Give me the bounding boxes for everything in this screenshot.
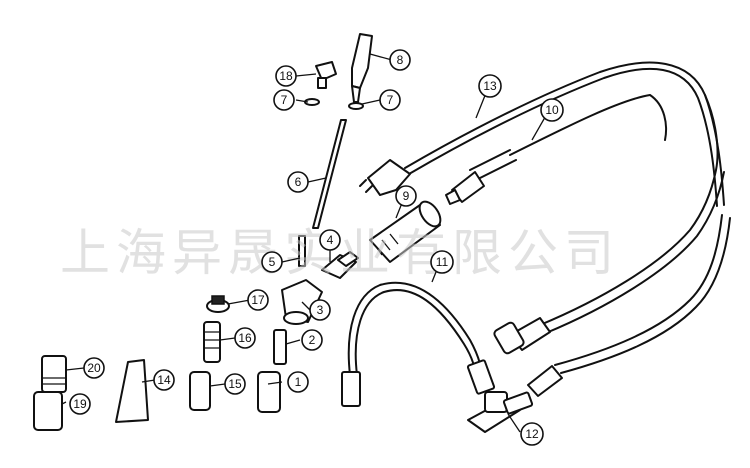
svg-text:3: 3	[317, 303, 324, 317]
callout-15: 15	[224, 373, 246, 395]
callout-5: 5	[261, 251, 283, 273]
part-14-long-nozzle	[115, 359, 149, 423]
svg-text:4: 4	[327, 233, 334, 247]
part-7-o-rings	[304, 98, 364, 110]
callout-1: 1	[287, 371, 309, 393]
callout-2: 2	[301, 329, 323, 351]
part-16-collet-body	[203, 321, 221, 363]
callout-18: 18	[275, 65, 297, 87]
part-10-torch-hose	[445, 93, 731, 397]
part-2-collet	[273, 329, 287, 365]
svg-text:6: 6	[295, 175, 302, 189]
svg-text:7: 7	[281, 93, 288, 107]
callout-4: 4	[319, 229, 341, 251]
callout-20: 20	[83, 357, 105, 379]
svg-text:1: 1	[295, 375, 302, 389]
part-12-adapter	[467, 391, 534, 433]
callout-10: 10	[540, 98, 564, 122]
part-19-cup	[33, 391, 63, 431]
svg-text:7: 7	[387, 93, 394, 107]
callout-12: 12	[520, 422, 544, 446]
part-17-gas-lens-cap	[206, 295, 230, 313]
svg-text:2: 2	[309, 333, 316, 347]
svg-text:13: 13	[483, 79, 497, 93]
part-20-gas-lens	[41, 355, 67, 393]
svg-text:17: 17	[251, 293, 265, 307]
part-4-connector	[321, 251, 359, 279]
svg-text:5: 5	[269, 255, 276, 269]
callout-9: 9	[395, 185, 417, 207]
svg-text:8: 8	[397, 53, 404, 67]
part-9-collet-body	[369, 200, 442, 263]
svg-text:14: 14	[157, 373, 171, 387]
callout-8: 8	[389, 49, 411, 71]
svg-text:18: 18	[279, 69, 293, 83]
callout-17: 17	[247, 289, 269, 311]
callout-13: 13	[478, 74, 502, 98]
callout-7-right: 7	[379, 89, 401, 111]
part-5-tungsten	[298, 235, 306, 267]
callout-leaders	[61, 53, 549, 433]
callout-3: 3	[309, 299, 331, 321]
callout-11: 11	[430, 250, 454, 274]
callout-14: 14	[153, 369, 175, 391]
svg-text:10: 10	[545, 103, 559, 117]
part-18-cap-short	[315, 61, 337, 89]
part-15-nozzle	[189, 371, 211, 411]
callout-19: 19	[69, 393, 91, 415]
part-6-electrode	[312, 119, 347, 229]
svg-text:15: 15	[228, 377, 242, 391]
part-11-gas-hose	[341, 281, 496, 407]
part-13-cable-with-plug	[359, 61, 725, 207]
callout-16: 16	[234, 327, 256, 349]
svg-text:20: 20	[87, 361, 101, 375]
part-8-back-cap	[351, 33, 373, 103]
company-watermark: 上海异晟实业有限公司	[60, 224, 620, 282]
part-1-ceramic-nozzle	[257, 371, 281, 413]
svg-text:19: 19	[73, 397, 87, 411]
callout-7-left: 7	[273, 89, 295, 111]
svg-text:11: 11	[436, 255, 449, 269]
svg-text:16: 16	[238, 331, 252, 345]
svg-text:12: 12	[525, 427, 539, 441]
svg-text:9: 9	[403, 189, 410, 203]
callout-6: 6	[287, 171, 309, 193]
